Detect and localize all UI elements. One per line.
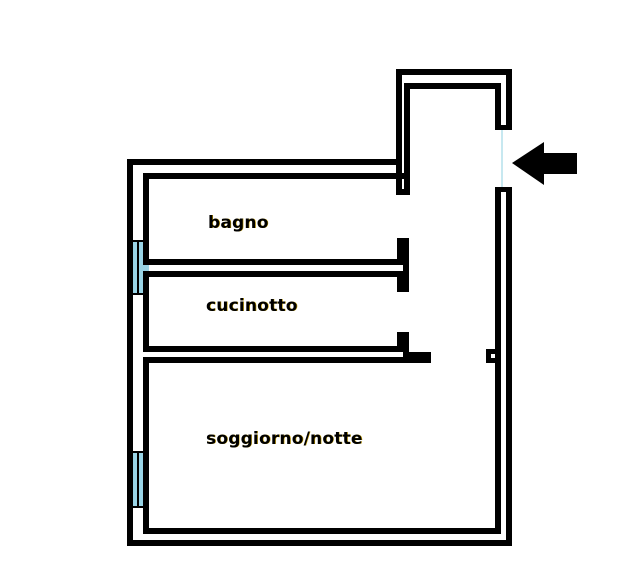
right-stub-left [486, 349, 491, 363]
tower-wall-top-inner [404, 83, 501, 89]
bagno-stub-top-cap [397, 238, 409, 243]
right-wall-cap-upper [495, 125, 512, 130]
outer-wall-right-inner-lower [495, 187, 501, 534]
tower-wall-left-outer [396, 69, 402, 165]
tower-stub-outer [396, 159, 402, 195]
bagno-stub-inner-bottom [397, 271, 403, 292]
arrow-left-icon [512, 142, 577, 185]
bagno-stub-inner-top [397, 238, 403, 265]
room-label-soggiorno-notte: soggiorno/notte [206, 429, 363, 449]
window-bagno-cucinotto [127, 240, 149, 295]
tower-wall-top-outer [396, 69, 512, 75]
cucinotto-stub-top-cap [397, 332, 409, 337]
bagno-wall-top-line [143, 259, 400, 265]
bagno-stub-bottom-cap [397, 287, 409, 292]
cucinotto-wall-top-line [143, 346, 400, 352]
walls [127, 69, 512, 546]
bagno-stub-outer [403, 238, 409, 292]
tower-stub-bottom-cap [396, 189, 410, 195]
cucinotto-wall-end-cap [425, 352, 431, 363]
tower-wall-right-outer-upper [506, 69, 512, 130]
right-stub-bottom [486, 358, 496, 363]
bagno-wall-bottom-line [143, 271, 400, 277]
outer-wall-right-outer-lower [506, 187, 512, 546]
tower-wall-right-inner-upper [495, 83, 501, 130]
outer-wall-bottom-outer [127, 540, 512, 546]
outer-wall-left-outer [127, 159, 133, 546]
room-label-bagno: bagno [208, 213, 269, 233]
cucinotto-stub-left [397, 332, 403, 352]
cucinotto-wall-end-top [403, 352, 431, 357]
right-wall-cap-lower [495, 187, 512, 192]
outer-wall-top-outer [127, 159, 402, 165]
cucinotto-wall-bottom-line [143, 357, 431, 363]
cucinotto-stub-right [403, 332, 409, 354]
window-soggiorno [127, 451, 149, 508]
room-label-cucinotto: cucinotto [206, 296, 298, 316]
tower-wall-left-inner [404, 83, 410, 195]
outer-wall-top-inner [143, 173, 409, 179]
outer-wall-bottom-inner [143, 528, 501, 534]
